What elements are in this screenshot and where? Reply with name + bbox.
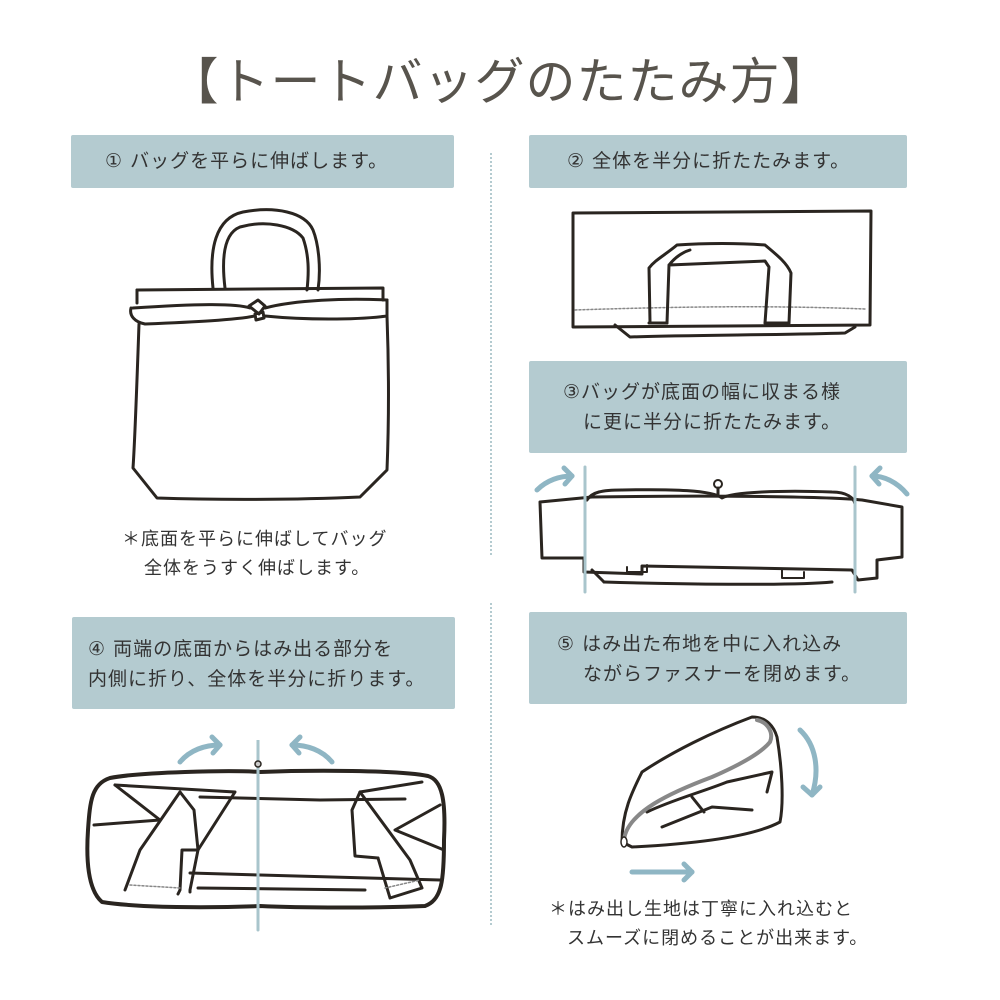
fold-arrow-right-icon — [282, 730, 337, 770]
step-1-caption: ① バッグを平らに伸ばします。 — [71, 135, 454, 188]
step-3-text-line-2: に更に半分に折たたみます。 — [583, 411, 842, 433]
step-4-text-line-1: ④ 両端の底面からはみ出る部分を — [88, 638, 394, 660]
step-4-text-line-2: 内側に折り、全体を半分に折ります。 — [88, 668, 426, 690]
fold-arrow-right-icon — [862, 462, 912, 502]
step-1-note-line-2: 全体をうすく伸ばします。 — [144, 558, 371, 579]
step-5-caption: ⑤ はみ出た布地を中に入れ込み ながらファスナーを閉めます。 — [529, 612, 907, 704]
fold-arrow-left-icon — [175, 730, 230, 770]
bag-folded-to-base-width-illustration — [532, 462, 912, 597]
zipper-arrow-right-icon — [628, 860, 703, 884]
step-3-caption: ③バッグが底面の幅に収まる様 に更に半分に折たたみます。 — [529, 361, 907, 453]
zipper-closing-pouch-illustration — [612, 712, 792, 852]
step-2-caption: ② 全体を半分に折たたみます。 — [529, 135, 907, 188]
step-2-text: ② 全体を半分に折たたみます。 — [567, 150, 851, 172]
step-5-text-line-2: ながらファスナーを閉めます。 — [583, 663, 862, 685]
step-4-caption: ④ 両端の底面からはみ出る部分を 内側に折り、全体を半分に折ります。 — [72, 617, 455, 709]
step-5-note: ＊はみ出し生地は丁寧に入れ込むと スムーズに閉めることが出来ます。 — [549, 895, 868, 953]
step-1-note: ＊底面を平らに伸ばしてバッグ 全体をうすく伸ばします。 — [122, 525, 387, 583]
column-divider-bottom — [490, 603, 492, 925]
step-5-note-line-2: スムーズに閉めることが出来ます。 — [567, 928, 869, 949]
step-5-text-line-1: ⑤ はみ出た布地を中に入れ込み — [557, 633, 843, 655]
column-divider-top — [490, 153, 492, 555]
sides-folded-inward-illustration — [80, 740, 460, 935]
close-arrow-down-icon — [788, 725, 828, 805]
step-5-note-line-1: ＊はみ出し生地は丁寧に入れ込むと — [549, 899, 853, 920]
flat-tote-bag-illustration — [125, 200, 395, 510]
fold-arrow-left-icon — [532, 462, 582, 502]
step-3-text-line-1: ③バッグが底面の幅に収まる様 — [563, 381, 842, 403]
step-1-note-line-1: ＊底面を平らに伸ばしてバッグ — [122, 529, 388, 550]
step-1-text: ① バッグを平らに伸ばします。 — [105, 150, 389, 172]
page-title: 【トートバッグのたたみ方】 — [168, 53, 832, 111]
bag-folded-in-half-illustration — [565, 205, 885, 345]
